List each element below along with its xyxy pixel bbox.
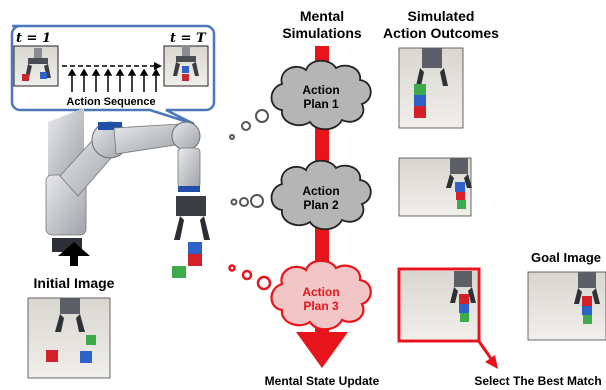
action-plan-1-cloud [270,59,372,131]
initial-image [27,297,111,379]
simulated-outcome-1-image [398,47,464,129]
best-match-arrow [476,339,498,369]
t-end-label: t = T [170,31,207,46]
thought-bubbles-plan-3 [228,264,272,291]
initial-image-arrow [58,242,90,266]
t-start-label: t = 1 [16,31,51,46]
action-plan-1-line1: Action [302,83,339,97]
action-plan-3-cloud [270,259,372,331]
thought-bubbles-plan-1 [229,109,269,140]
sequence-end-frame [163,45,209,87]
simulated-outcome-2-image [398,157,472,217]
robot-arm-image [45,108,210,278]
goal-image-label: Goal Image [531,250,601,265]
select-best-match-label: Select The Best Match [474,374,601,388]
thought-bubbles-plan-2 [230,194,264,208]
action-plan-3-line1: Action [302,285,339,299]
action-step-arrows [67,68,161,92]
initial-image-label: Initial Image [34,275,115,291]
action-plan-1-line2: Plan 1 [303,97,339,111]
action-plan-2-line2: Plan 2 [303,198,339,212]
mental-header-line1: Mental [300,8,344,24]
outcomes-header-line1: Simulated [408,8,475,24]
sequence-dashed-arrow [62,62,162,70]
mental-state-update-label: Mental State Update [265,374,380,388]
action-plan-3-line2: Plan 3 [303,299,339,313]
sequence-start-frame [13,45,59,87]
outcomes-header-line2: Action Outcomes [383,25,499,41]
mental-header-line2: Simulations [282,25,362,41]
action-sequence-label: Action Sequence [66,96,155,108]
simulated-outcome-3-image [397,267,481,343]
action-plan-2-line1: Action [302,184,339,198]
action-plan-2-cloud [270,159,372,231]
goal-image [527,271,606,341]
